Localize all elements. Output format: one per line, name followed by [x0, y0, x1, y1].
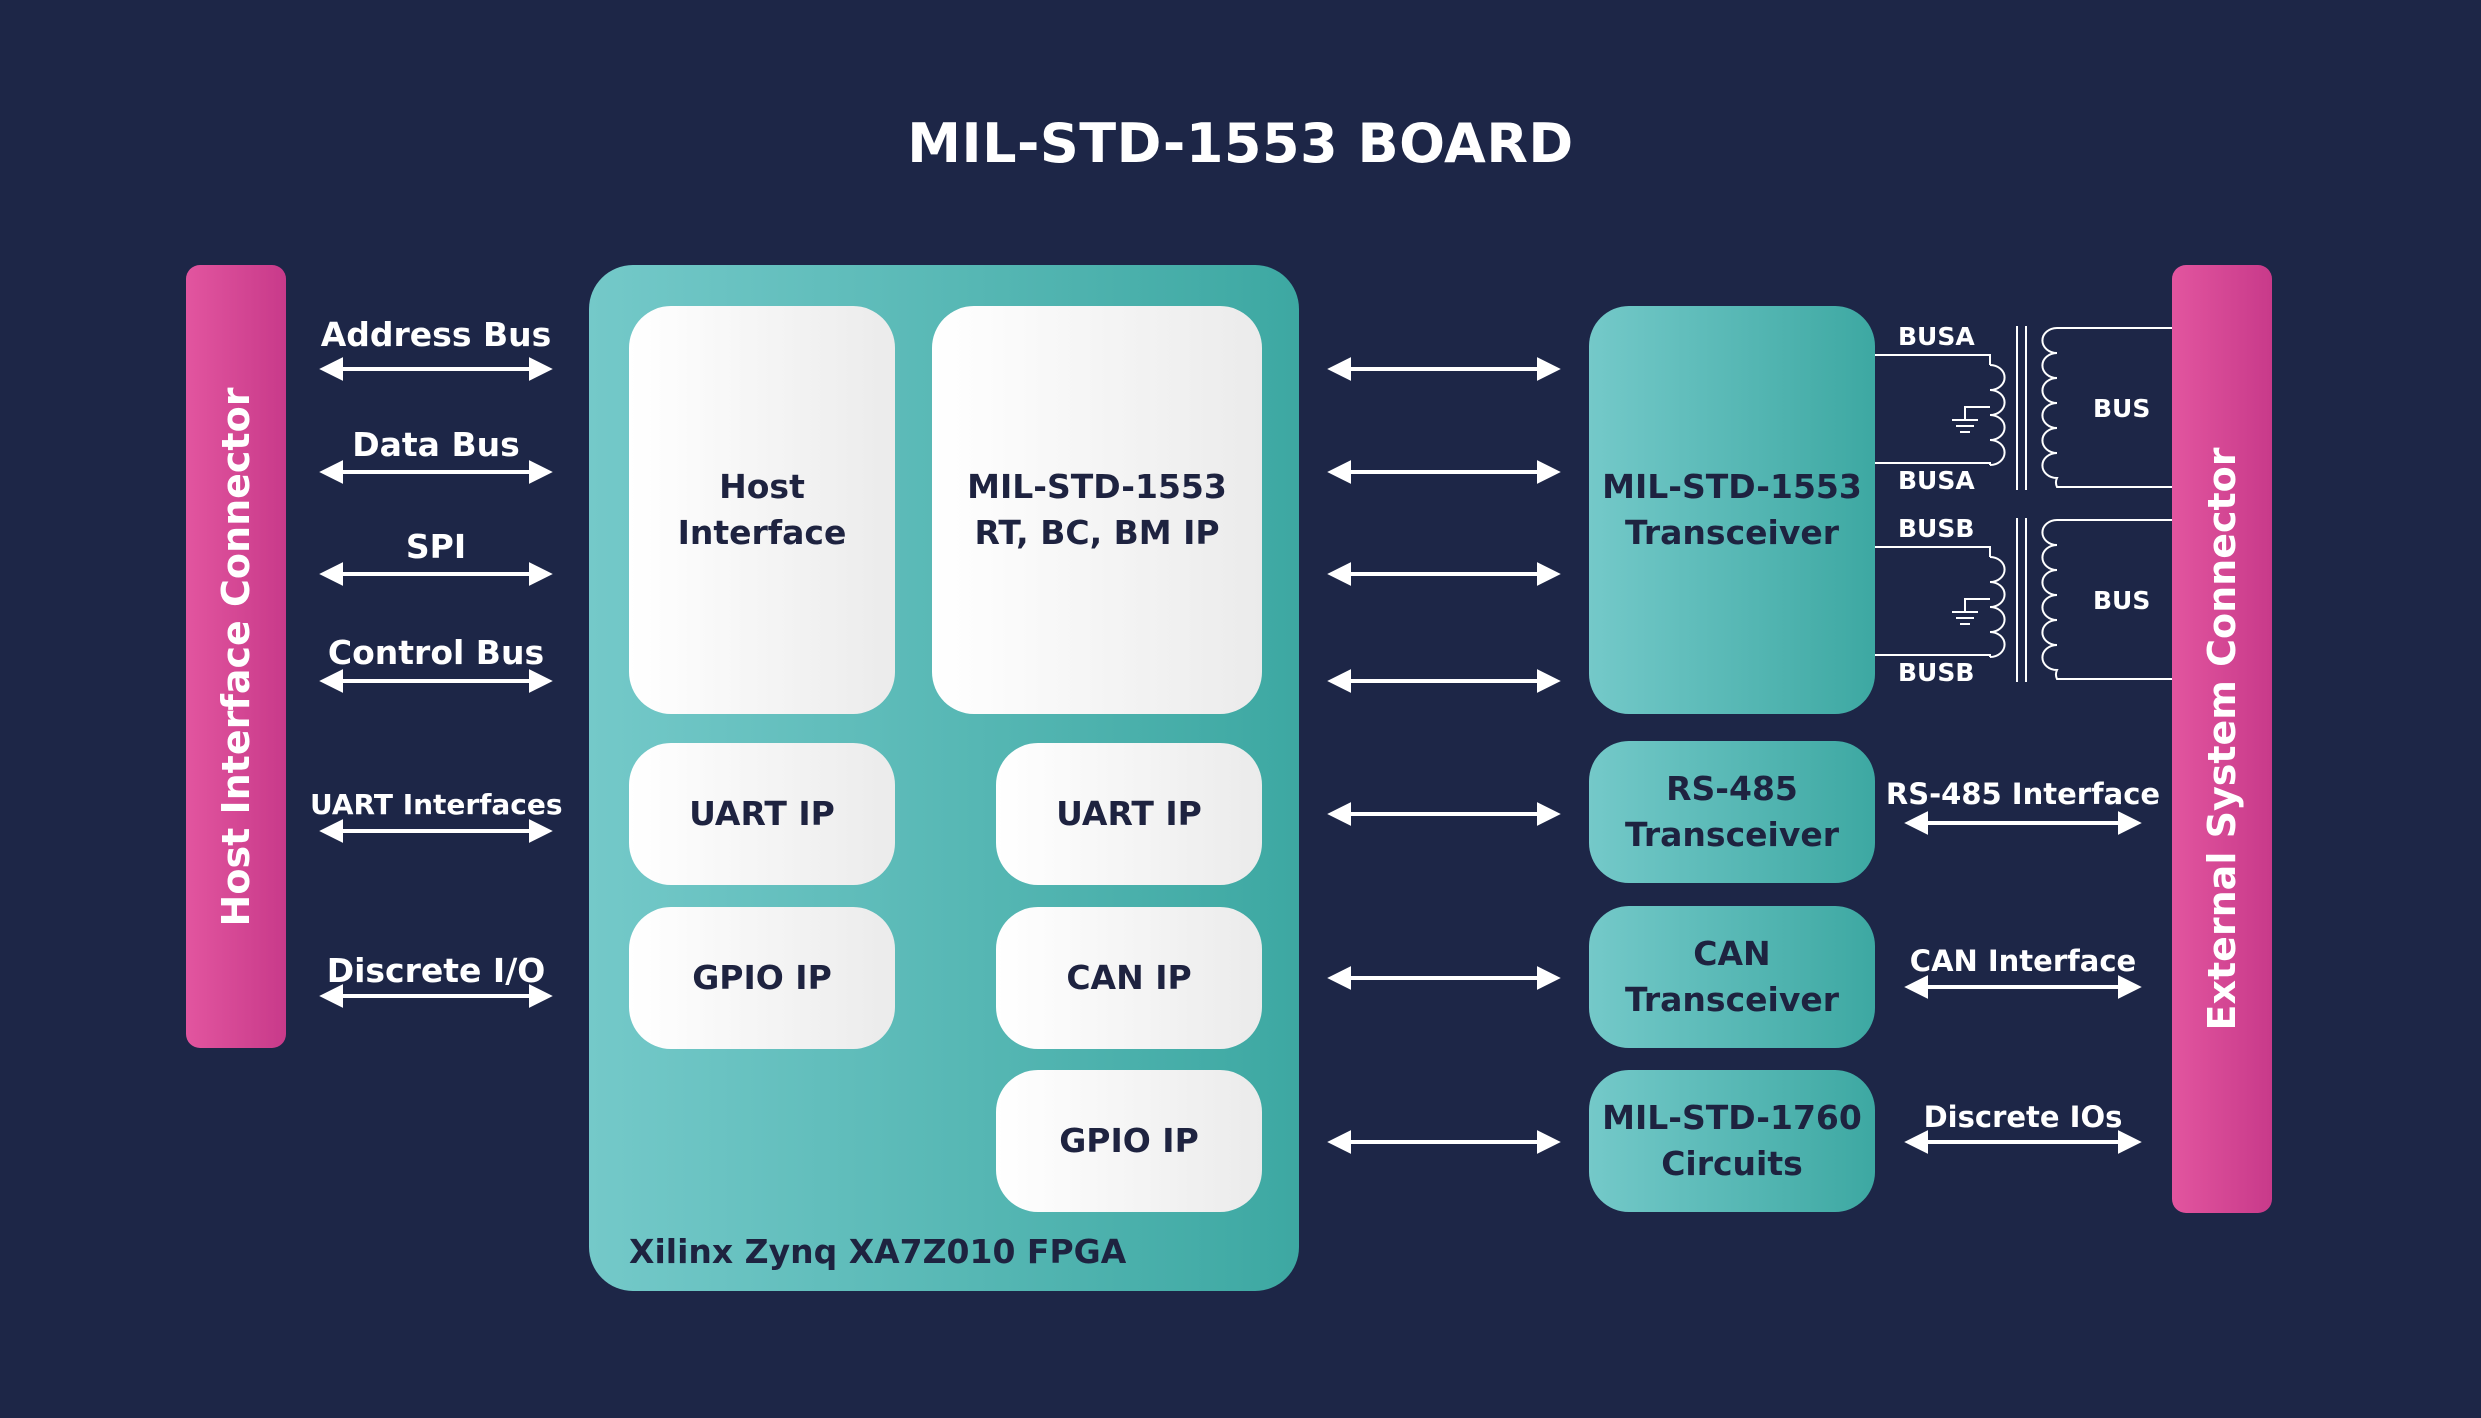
mil-std-1553-transceiver: MIL-STD-1553 Transceiver: [1589, 306, 1875, 714]
uart-ip-block-left: UART IP: [629, 743, 895, 885]
busb-bottom-label: BUSB: [1898, 658, 1975, 687]
rs-485-interface-label: RS-485 Interface: [1885, 777, 2161, 811]
bus-b-label: BUS: [2093, 586, 2151, 615]
uart-interfaces-label: UART Interfaces: [310, 788, 563, 821]
busa-top-label: BUSA: [1898, 322, 1975, 351]
can-ip-block: CAN IP: [996, 907, 1262, 1049]
busb-top-label: BUSB: [1898, 514, 1975, 543]
rs-485-transceiver: RS-485 Transceiver: [1589, 741, 1875, 883]
busa-bottom-label: BUSA: [1898, 466, 1975, 495]
can-transceiver: CAN Transceiver: [1589, 906, 1875, 1048]
data-bus-label: Data Bus: [352, 425, 520, 464]
discrete-io-label: Discrete I/O: [326, 951, 546, 990]
spi-label: SPI: [405, 527, 467, 566]
address-bus-label: Address Bus: [320, 315, 552, 354]
uart-ip-block-right: UART IP: [996, 743, 1262, 885]
fpga-label: Xilinx Zynq XA7Z010 FPGA: [629, 1232, 1127, 1271]
host-interface-connector: Host Interface Connector: [186, 265, 286, 1048]
can-interface-label: CAN Interface: [1909, 944, 2137, 978]
mil-std-1760-circuits: MIL-STD-1760 Circuits: [1589, 1070, 1875, 1212]
host-interface-block: Host Interface: [629, 306, 895, 714]
external-system-connector: External System Connector: [2172, 265, 2272, 1213]
transformer-a: [1875, 326, 2172, 490]
mil-std-1553-ip-block: MIL-STD-1553 RT, BC, BM IP: [932, 306, 1262, 714]
transformer-b: [1875, 518, 2172, 682]
discrete-ios-label: Discrete IOs: [1923, 1100, 2123, 1134]
diagram-title: MIL-STD-1553 BOARD: [907, 112, 1574, 175]
control-bus-label: Control Bus: [327, 633, 545, 672]
bus-a-label: BUS: [2093, 394, 2151, 423]
gpio-ip-block-left: GPIO IP: [629, 907, 895, 1049]
gpio-ip-block-right: GPIO IP: [996, 1070, 1262, 1212]
